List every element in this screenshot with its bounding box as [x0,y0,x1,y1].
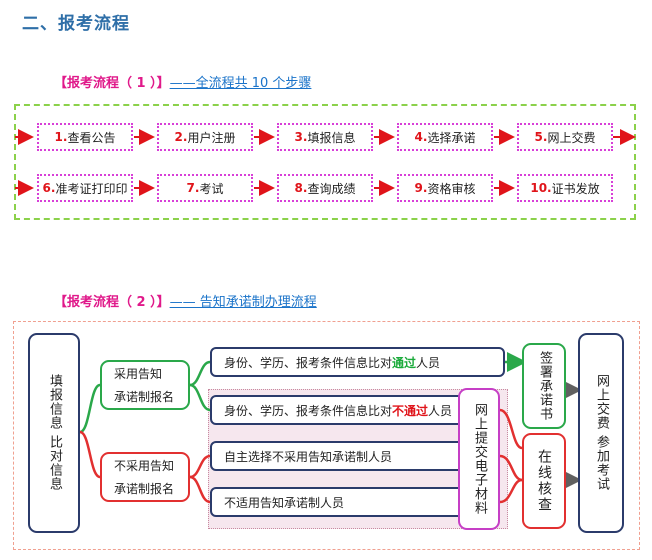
flow1-frame [14,104,636,220]
step-4: 4.选择承诺 [397,123,493,151]
step-6: 6.准考证打印印 [37,174,133,202]
online-review-text: 在线核查 [536,449,552,513]
not-applicable-pill: 不适用告知承诺制人员 [210,487,500,517]
not-adopt-line2: 承诺制报名 [114,482,175,496]
submit-materials-box: 网上提交电子材料 [458,388,500,530]
fill-info-box: 填报信息 比对信息 [28,333,80,533]
step-10: 10.证书发放 [517,174,613,202]
not-adopt-line1: 不采用告知 [114,459,175,473]
adopt-line1: 采用告知 [114,367,163,381]
sign-text: 签署承诺书 [537,351,552,421]
step-7: 7.考试 [157,174,253,202]
section-title: 二、报考流程 [22,14,130,34]
flow2-heading: 【报考流程（ 2 ）】—— 告知承诺制办理流程 [54,291,317,310]
fail-highlight: 不通过 [392,403,429,418]
online-review-box: 在线核查 [522,433,566,529]
flow1-desc[interactable]: ——全流程共 10 个步骤 [169,76,312,91]
compare-pass-pill: 身份、学历、报考条件信息比对通过人员 [210,347,505,377]
flow1-tag: 【报考流程（ 1 ）】 [54,76,170,91]
flow2-tag: 【报考流程（ 2 ）】 [54,295,170,310]
step-3: 3.填报信息 [277,123,373,151]
compare-fail-pill: 身份、学历、报考条件信息比对不通过人员 [210,395,500,425]
fill-info-text: 填报信息 比对信息 [47,374,62,492]
pass-highlight: 通过 [392,355,417,370]
step-5: 5.网上交费 [517,123,613,151]
pay-exam-box: 网上交费 参加考试 [578,333,624,533]
step-1: 1.查看公告 [37,123,133,151]
step-9: 9.资格审核 [397,174,493,202]
adopt-line2: 承诺制报名 [114,390,175,404]
pay-exam-text: 网上交费 参加考试 [594,374,609,492]
step-8: 8.查询成绩 [277,174,373,202]
flow2-frame [13,321,640,550]
self-choose-pill: 自主选择不采用告知承诺制人员 [210,441,500,471]
flow1-heading: 【报考流程（ 1 ）】——全流程共 10 个步骤 [54,72,311,91]
not-adopt-box: 不采用告知 承诺制报名 [100,452,190,502]
flow2-desc[interactable]: —— 告知承诺制办理流程 [169,295,317,310]
adopt-box: 采用告知 承诺制报名 [100,360,190,410]
sign-box: 签署承诺书 [522,343,566,429]
step-2: 2.用户注册 [157,123,253,151]
submit-materials-text: 网上提交电子材料 [472,403,487,515]
